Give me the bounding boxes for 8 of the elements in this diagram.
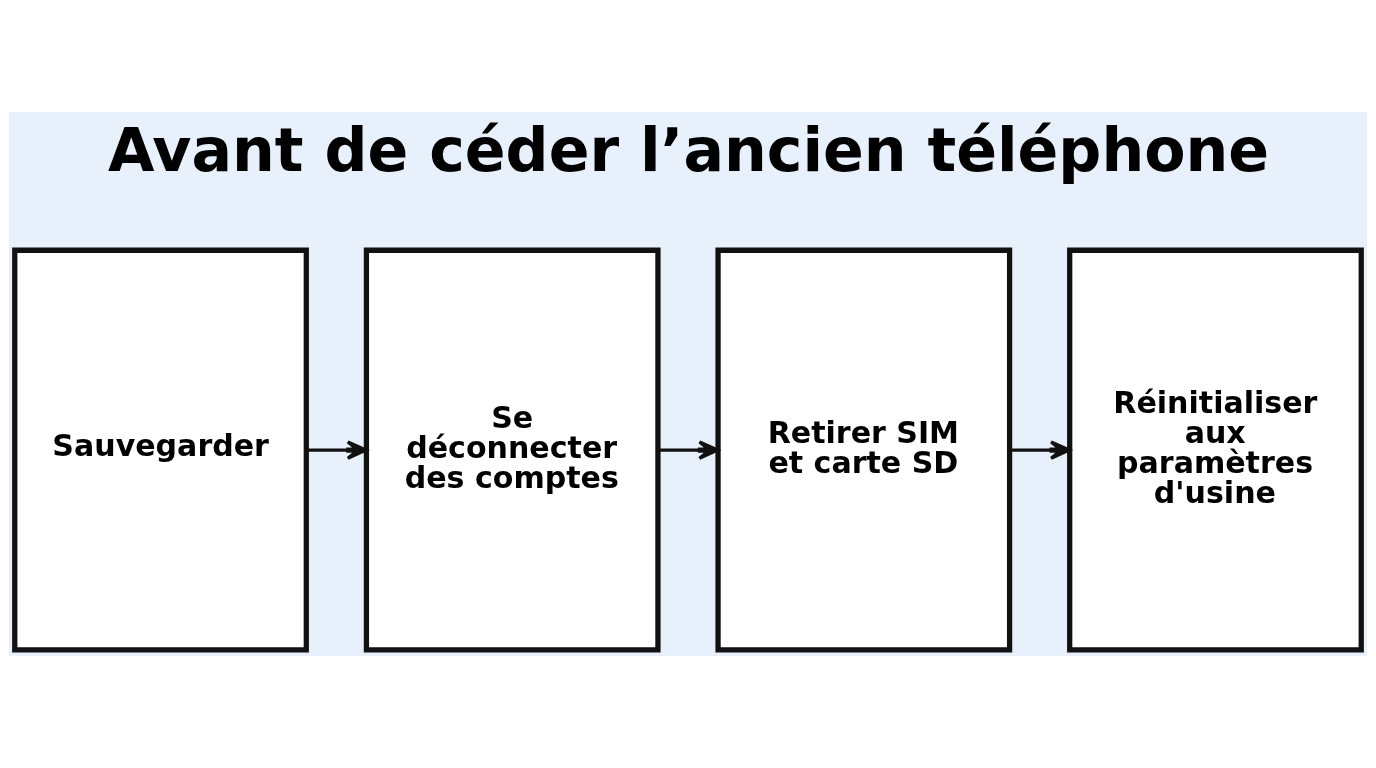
arrow [306, 440, 368, 460]
node-box: Sauvegarder [12, 247, 309, 653]
node-box: Réinitialiser aux paramètres d'usine [1067, 247, 1364, 653]
arrow [1009, 440, 1071, 460]
arrow [658, 440, 720, 460]
diagram-title: Avant de céder l’ancien téléphone [107, 114, 1270, 185]
node-box: Se déconnecter des comptes [363, 247, 661, 653]
node-box: Retirer SIM et carte SD [715, 247, 1013, 653]
